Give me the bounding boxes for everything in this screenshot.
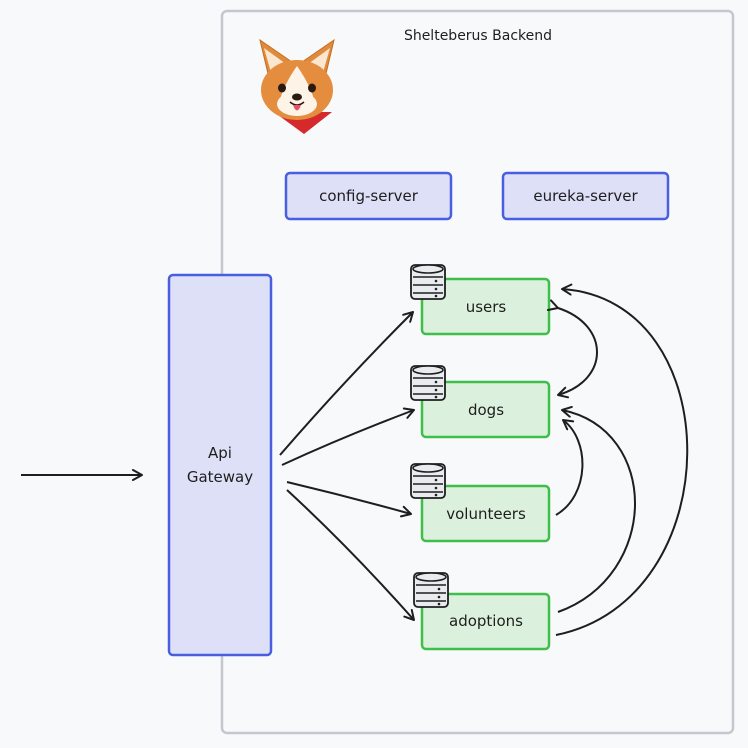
gateway-to-volunteers-arrow bbox=[286, 481, 412, 518]
database-icon bbox=[413, 572, 449, 608]
adoptions-service-label: adoptions bbox=[449, 612, 523, 630]
api-gateway-label-line1: Api bbox=[208, 444, 232, 462]
eureka-server-box bbox=[501, 171, 670, 221]
database-icon bbox=[410, 365, 446, 401]
api-gateway-label-line2: Gateway bbox=[187, 468, 253, 486]
volunteers-to-dogs-arrow bbox=[555, 419, 584, 516]
config-server-label: config-server bbox=[319, 187, 419, 205]
gateway-to-adoptions-arrow bbox=[286, 489, 415, 621]
volunteers-service-label: volunteers bbox=[446, 505, 526, 523]
volunteers-service-box bbox=[420, 484, 551, 543]
adoptions-service-box bbox=[420, 592, 551, 651]
backend-title: Shelteberus Backend bbox=[404, 28, 552, 44]
dogs-service-label: dogs bbox=[468, 401, 504, 419]
config-server-box bbox=[284, 171, 453, 221]
gateway-to-users-arrow bbox=[279, 311, 414, 456]
gateway-to-dogs-arrow bbox=[281, 407, 415, 466]
adoptions-to-dogs-arrow bbox=[557, 405, 636, 613]
adoptions-to-users-arrow bbox=[555, 283, 689, 636]
dogs-service-box bbox=[420, 380, 551, 439]
users-service-label: users bbox=[466, 298, 507, 316]
corgi-logo-icon bbox=[259, 38, 335, 134]
database-icon bbox=[410, 264, 446, 300]
api-gateway-box bbox=[167, 273, 273, 657]
eureka-server-label: eureka-server bbox=[533, 187, 638, 205]
database-icon bbox=[410, 463, 446, 499]
users-dogs-bidirectional-arrow bbox=[546, 299, 598, 399]
